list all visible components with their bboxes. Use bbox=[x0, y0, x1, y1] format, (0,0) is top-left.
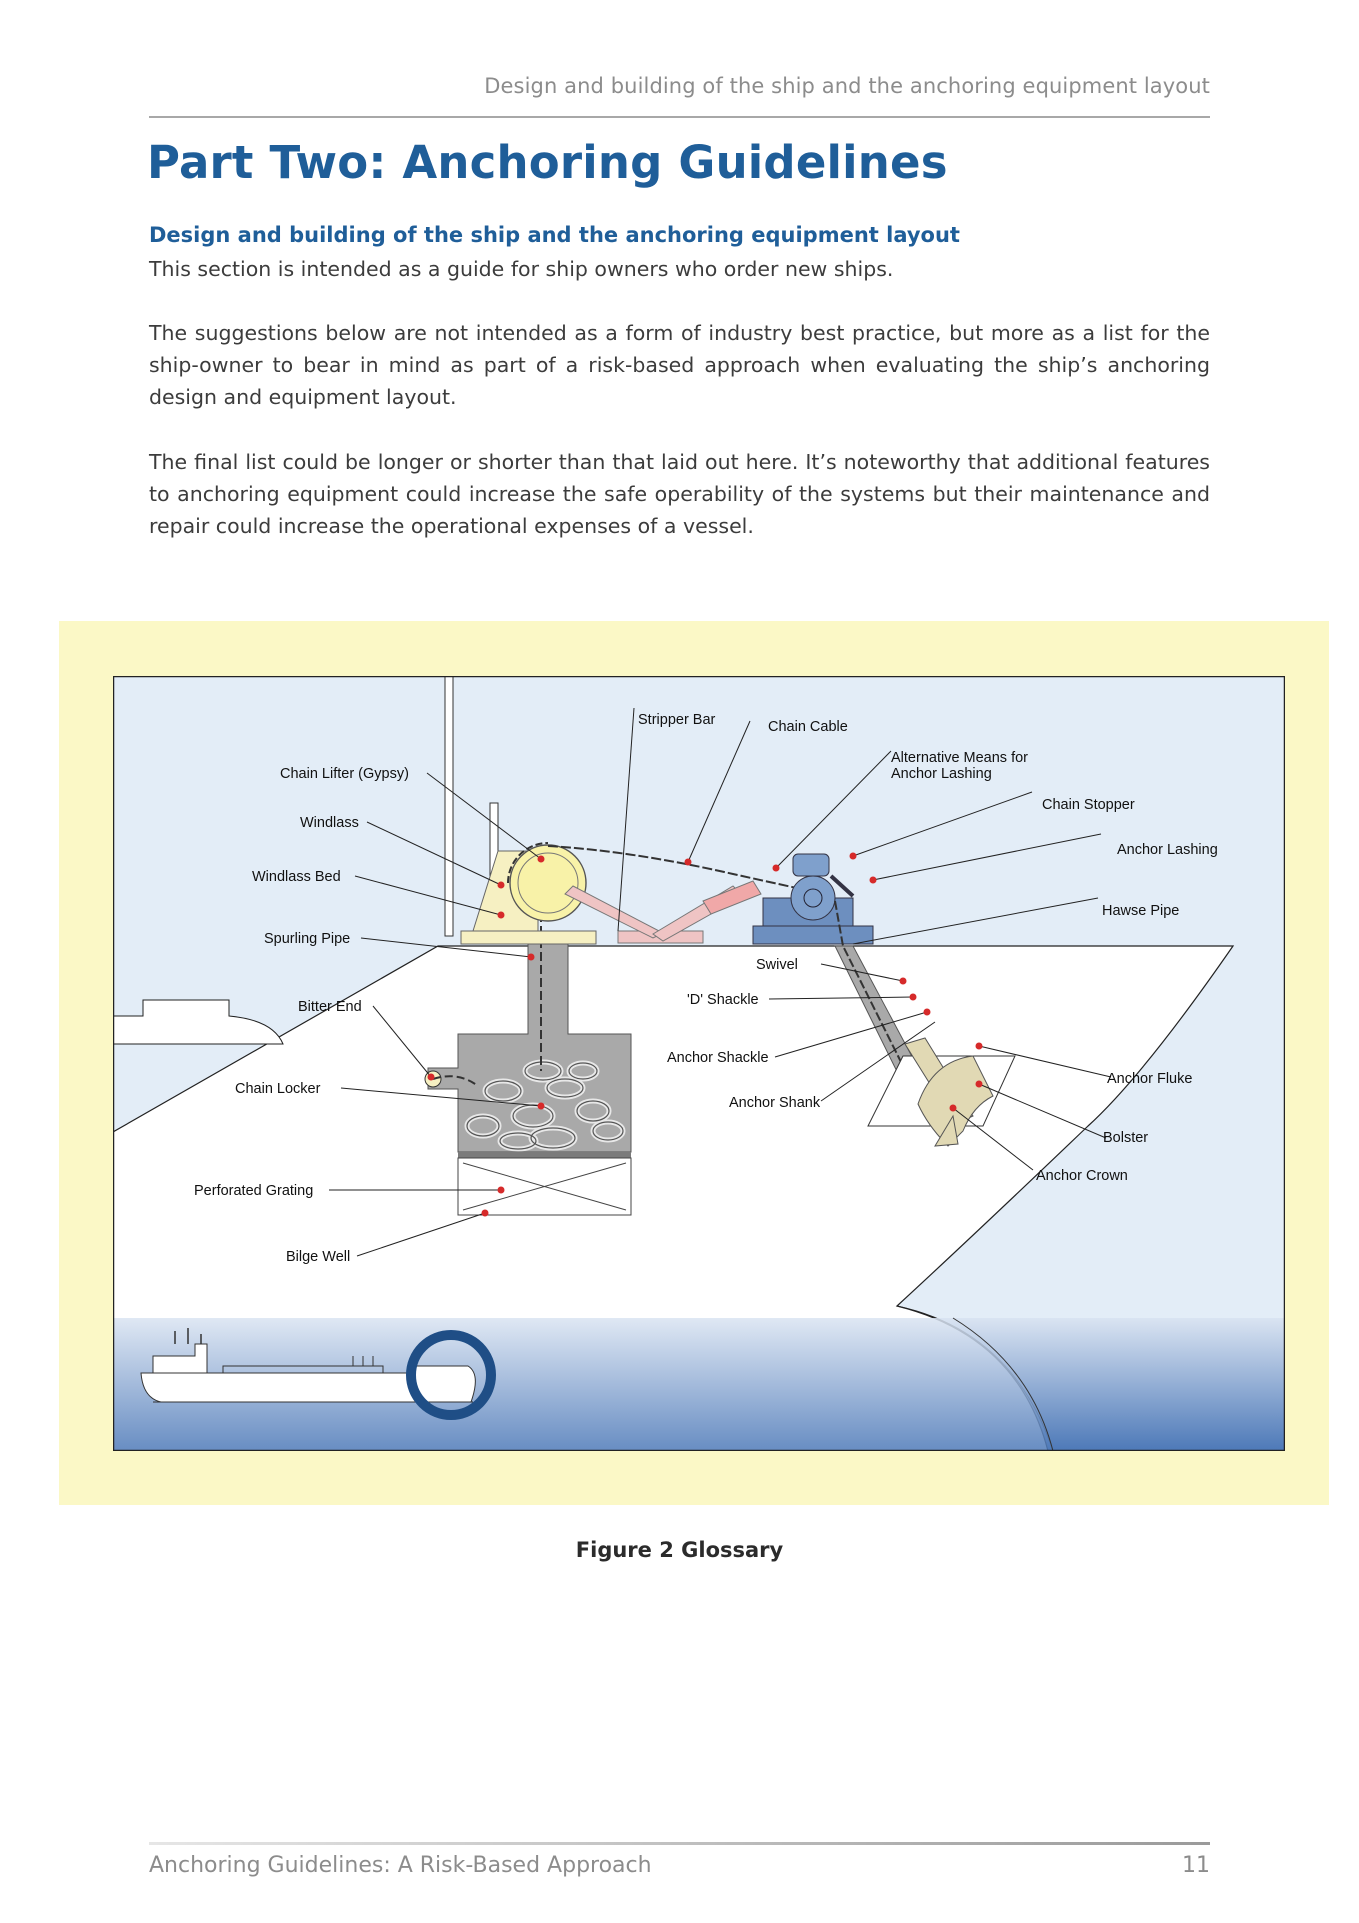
label-bilge-well: Bilge Well bbox=[286, 1249, 350, 1265]
bow-waterline bbox=[952, 1317, 1054, 1451]
stripper-bar bbox=[564, 885, 665, 939]
label-perforated-grating: Perforated Grating bbox=[194, 1183, 313, 1199]
running-head: Design and building of the ship and the … bbox=[484, 74, 1210, 98]
chain-lifter-drum bbox=[509, 844, 587, 922]
label-chain-lifter: Chain Lifter (Gypsy) bbox=[280, 766, 409, 782]
page-number: 11 bbox=[1182, 1853, 1210, 1878]
label-spurling-pipe: Spurling Pipe bbox=[264, 931, 350, 947]
footer-title: Anchoring Guidelines: A Risk-Based Appro… bbox=[149, 1853, 652, 1878]
perforated-grating-bar bbox=[458, 1152, 631, 1158]
ship-silhouette-inset bbox=[140, 1328, 476, 1403]
figure-caption: Figure 2 Glossary bbox=[575, 1538, 784, 1562]
chain-stopper-wheel bbox=[790, 875, 836, 921]
chain-stopper-motor bbox=[792, 853, 830, 877]
diagram-frame bbox=[113, 676, 1285, 1451]
deck-house bbox=[113, 999, 284, 1045]
header-rule bbox=[149, 116, 1210, 118]
windlass-bed bbox=[460, 930, 597, 945]
bow-highlight-ring bbox=[406, 1330, 496, 1420]
bulkhead bbox=[444, 676, 454, 937]
footer-rule bbox=[149, 1842, 1210, 1845]
label-stripper-bar: Stripper Bar bbox=[638, 712, 716, 728]
label-alt-means-line1: Alternative Means for bbox=[891, 750, 1028, 766]
anchoring-equipment-diagram: Chain Lifter (Gypsy) Windlass Windlass B… bbox=[113, 676, 1285, 1451]
leader-lines bbox=[329, 707, 1112, 1257]
paragraph-final-list: The final list could be longer or shorte… bbox=[149, 450, 1210, 538]
label-chain-cable: Chain Cable bbox=[768, 719, 848, 735]
paragraph-suggestions: The suggestions below are not intended a… bbox=[149, 321, 1210, 409]
sea-over-hull bbox=[113, 1318, 1285, 1451]
bilge-well-cross bbox=[462, 1162, 627, 1211]
leader-dots bbox=[427, 852, 983, 1217]
label-anchor-crown: Anchor Crown bbox=[1036, 1168, 1128, 1184]
chain-cable bbox=[547, 845, 834, 897]
label-windlass-bed: Windlass Bed bbox=[252, 869, 341, 885]
label-d-shackle: 'D' Shackle bbox=[687, 992, 759, 1008]
label-bitter-end: Bitter End bbox=[298, 999, 362, 1015]
label-alt-means-line2: Anchor Lashing bbox=[891, 766, 992, 782]
anchor-fluke bbox=[917, 1055, 994, 1147]
label-anchor-lashing: Anchor Lashing bbox=[1117, 842, 1218, 858]
paragraph-intro: This section is intended as a guide for … bbox=[149, 257, 894, 281]
label-bolster: Bolster bbox=[1103, 1130, 1148, 1146]
label-chain-locker: Chain Locker bbox=[235, 1081, 321, 1097]
lashing-arm bbox=[702, 880, 762, 915]
section-heading: Design and building of the ship and the … bbox=[149, 223, 960, 247]
label-anchor-fluke: Anchor Fluke bbox=[1107, 1071, 1192, 1087]
label-anchor-shank: Anchor Shank bbox=[729, 1095, 821, 1111]
chain-locker bbox=[427, 930, 632, 1153]
label-anchor-shackle: Anchor Shackle bbox=[667, 1050, 769, 1066]
page-title: Part Two: Anchoring Guidelines bbox=[147, 136, 948, 189]
chain-stopper-base bbox=[752, 925, 874, 945]
label-swivel: Swivel bbox=[756, 957, 798, 973]
label-hawse-pipe: Hawse Pipe bbox=[1102, 903, 1179, 919]
anchor-chain-to-hawse bbox=[834, 900, 919, 1097]
label-chain-stopper: Chain Stopper bbox=[1042, 797, 1135, 813]
label-windlass: Windlass bbox=[300, 815, 359, 831]
